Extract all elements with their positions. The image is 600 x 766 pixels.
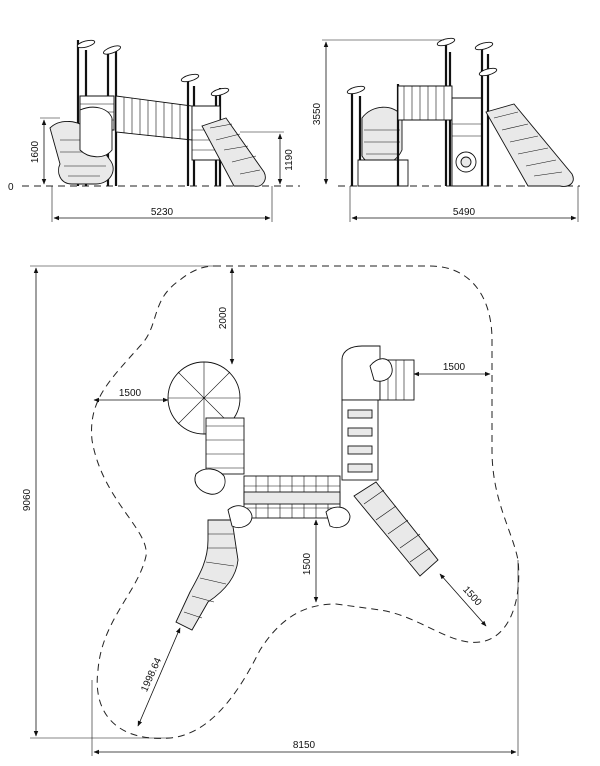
plan-dim-bottom-1500: 1500: [302, 552, 313, 575]
plan-left-tower: [167, 361, 245, 475]
front-straight-slide: [201, 117, 266, 187]
front-spiral-slide: [49, 106, 114, 185]
front-dim-1190: 1190: [284, 149, 295, 171]
side-dim-5490: 5490: [453, 207, 476, 218]
side-slide-right: [485, 103, 574, 187]
front-bridge: [115, 95, 193, 141]
side-tower-left: [346, 85, 409, 187]
plan-dim-2000: 2000: [218, 306, 229, 329]
side-tower-main: [396, 37, 483, 187]
plan-dim-slide-1500: 1500: [460, 584, 483, 608]
side-dim-3550: 3550: [312, 102, 323, 125]
plan-right-tower: [341, 345, 415, 481]
front-dim-1600: 1600: [30, 140, 41, 163]
plan-dim-slide-1998: 1998.64: [139, 656, 164, 694]
side-elevation-view: 3550 5490: [312, 37, 580, 222]
plan-dim-8150: 8150: [293, 740, 316, 751]
side-tower-right: [474, 41, 498, 186]
plan-dim-9060: 9060: [22, 488, 33, 511]
front-elevation-view: 1600 0 1190 5230: [8, 39, 300, 222]
plan-left-slide: [175, 468, 253, 631]
front-dim-ground-0: 0: [8, 182, 14, 193]
plan-view: 9060 8150 2000 1500 1500 1500 1500 1998.…: [22, 265, 520, 756]
front-dim-5230: 5230: [151, 207, 174, 218]
plan-right-slide: [325, 481, 439, 577]
plan-dim-right-1500: 1500: [443, 362, 466, 373]
plan-bridge: [243, 475, 341, 519]
plan-safety-zone-outline: [91, 265, 520, 739]
plan-dim-left-1500: 1500: [119, 388, 142, 399]
